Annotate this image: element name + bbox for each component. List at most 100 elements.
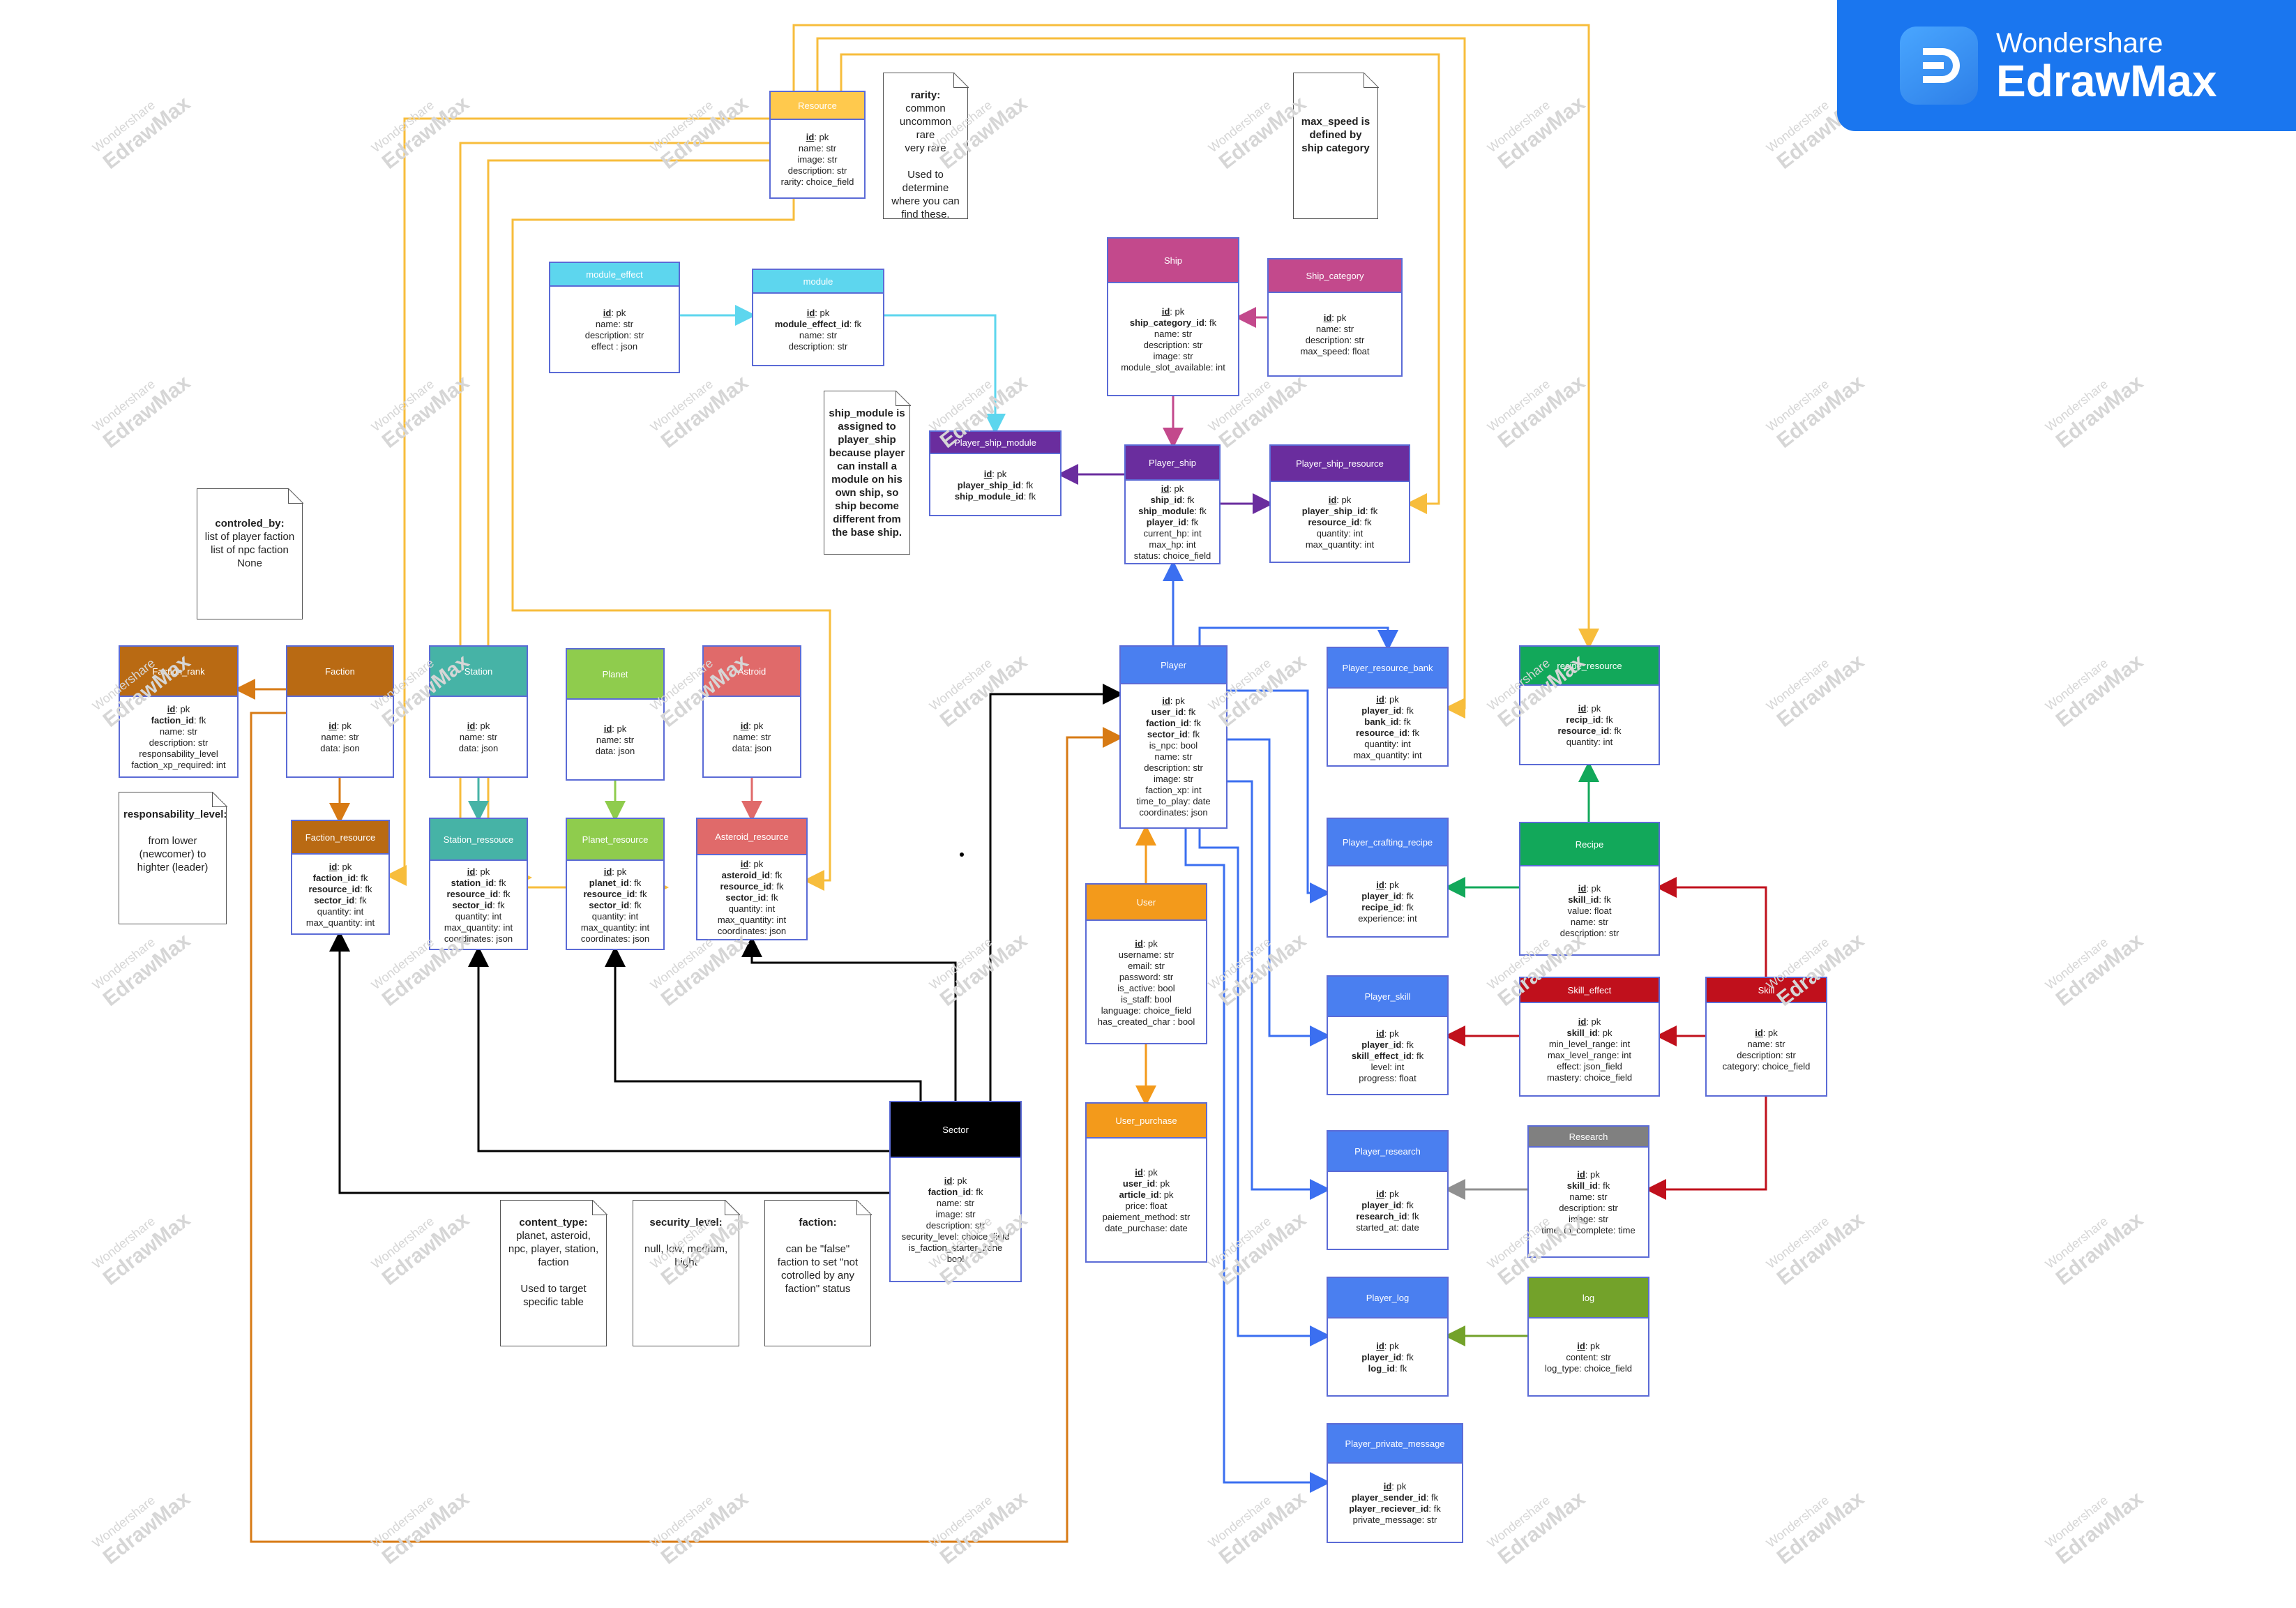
field-row: value: float: [1567, 906, 1612, 916]
field-row: is_active: bool: [1117, 982, 1175, 993]
field-row: id: pk: [1577, 1341, 1600, 1351]
field-name: email: [1128, 960, 1150, 971]
field-type: int: [365, 917, 375, 928]
field-type: choice_field: [1584, 1363, 1633, 1374]
field-type: str: [974, 1220, 985, 1231]
note-line: rare: [916, 129, 935, 141]
field-type: fk: [775, 870, 783, 880]
field-type: int: [1407, 913, 1417, 924]
field-name: description: [787, 165, 832, 176]
field-name: id: [328, 721, 337, 731]
note-line: from lower (newcomer) to highter (leader…: [137, 835, 209, 873]
field-name: skill_effect_id: [1351, 1051, 1412, 1061]
field-row: skill_id: fk: [1566, 1180, 1610, 1191]
field-name: player_reciever_id: [1349, 1503, 1429, 1514]
entity-title: Astroid: [704, 647, 800, 697]
field-row: id: pk: [1376, 694, 1399, 705]
field-row: sector_id: fk: [1147, 728, 1200, 739]
field-name: time_to_complete: [1541, 1225, 1613, 1235]
field-name: is_staff: [1121, 993, 1150, 1005]
field-type: fk: [1431, 1492, 1439, 1503]
field-name: ship_id: [1150, 495, 1183, 505]
note-line: None: [237, 557, 262, 569]
entity-title: Player_crafting_recipe: [1328, 819, 1447, 866]
entity-title: Skill: [1707, 978, 1826, 1003]
connector-sector-faction-resource: [329, 931, 889, 1194]
connector-skill-recipe: [1656, 877, 1767, 977]
note-corner: [953, 72, 969, 88]
field-row: description: str: [1143, 340, 1203, 350]
field-row: description: str: [1559, 1203, 1618, 1213]
connector-resource-planet-resource: [487, 159, 769, 898]
field-row: min_level_range: int: [1548, 1039, 1631, 1049]
connector-resource-faction-resource: [386, 117, 769, 886]
field-name: description: [1559, 928, 1604, 938]
note-line: find these.: [901, 209, 950, 220]
field-row: resource_id: fk: [446, 889, 511, 899]
field-row: description: str: [788, 341, 848, 352]
field-type: fk: [976, 1187, 983, 1197]
field-row: max_speed: float: [1300, 346, 1370, 356]
field-type: pk: [753, 721, 764, 731]
field-name: id: [167, 704, 176, 714]
field-type: int: [1191, 784, 1202, 795]
connector-player-resource-bank: [1198, 626, 1398, 651]
field-name: date_purchase: [1105, 1223, 1165, 1233]
field-type: int: [216, 760, 226, 770]
field-row: description: str: [584, 330, 644, 340]
field-row: id: pk: [1376, 1028, 1399, 1039]
field-name: id: [740, 859, 749, 869]
field-name: max_hp: [1149, 539, 1181, 550]
entity-title: recipe_resource: [1520, 647, 1659, 686]
field-type: pk: [1591, 1016, 1601, 1027]
field-row: description: str: [1737, 1050, 1796, 1060]
field-row: description: str: [1559, 928, 1619, 938]
field-row: recipe_id: fk: [1361, 902, 1414, 912]
note-corner: [287, 488, 303, 504]
field-row: sector_id: fk: [725, 892, 778, 903]
note-corner: [895, 390, 911, 406]
field-name: research_id: [1356, 1211, 1407, 1222]
field-name: id: [1376, 1028, 1384, 1039]
field-row: resource_id: fk: [1308, 517, 1372, 527]
field-row: faction_id: fk: [928, 1187, 983, 1197]
field-name: player_id: [1146, 517, 1186, 527]
